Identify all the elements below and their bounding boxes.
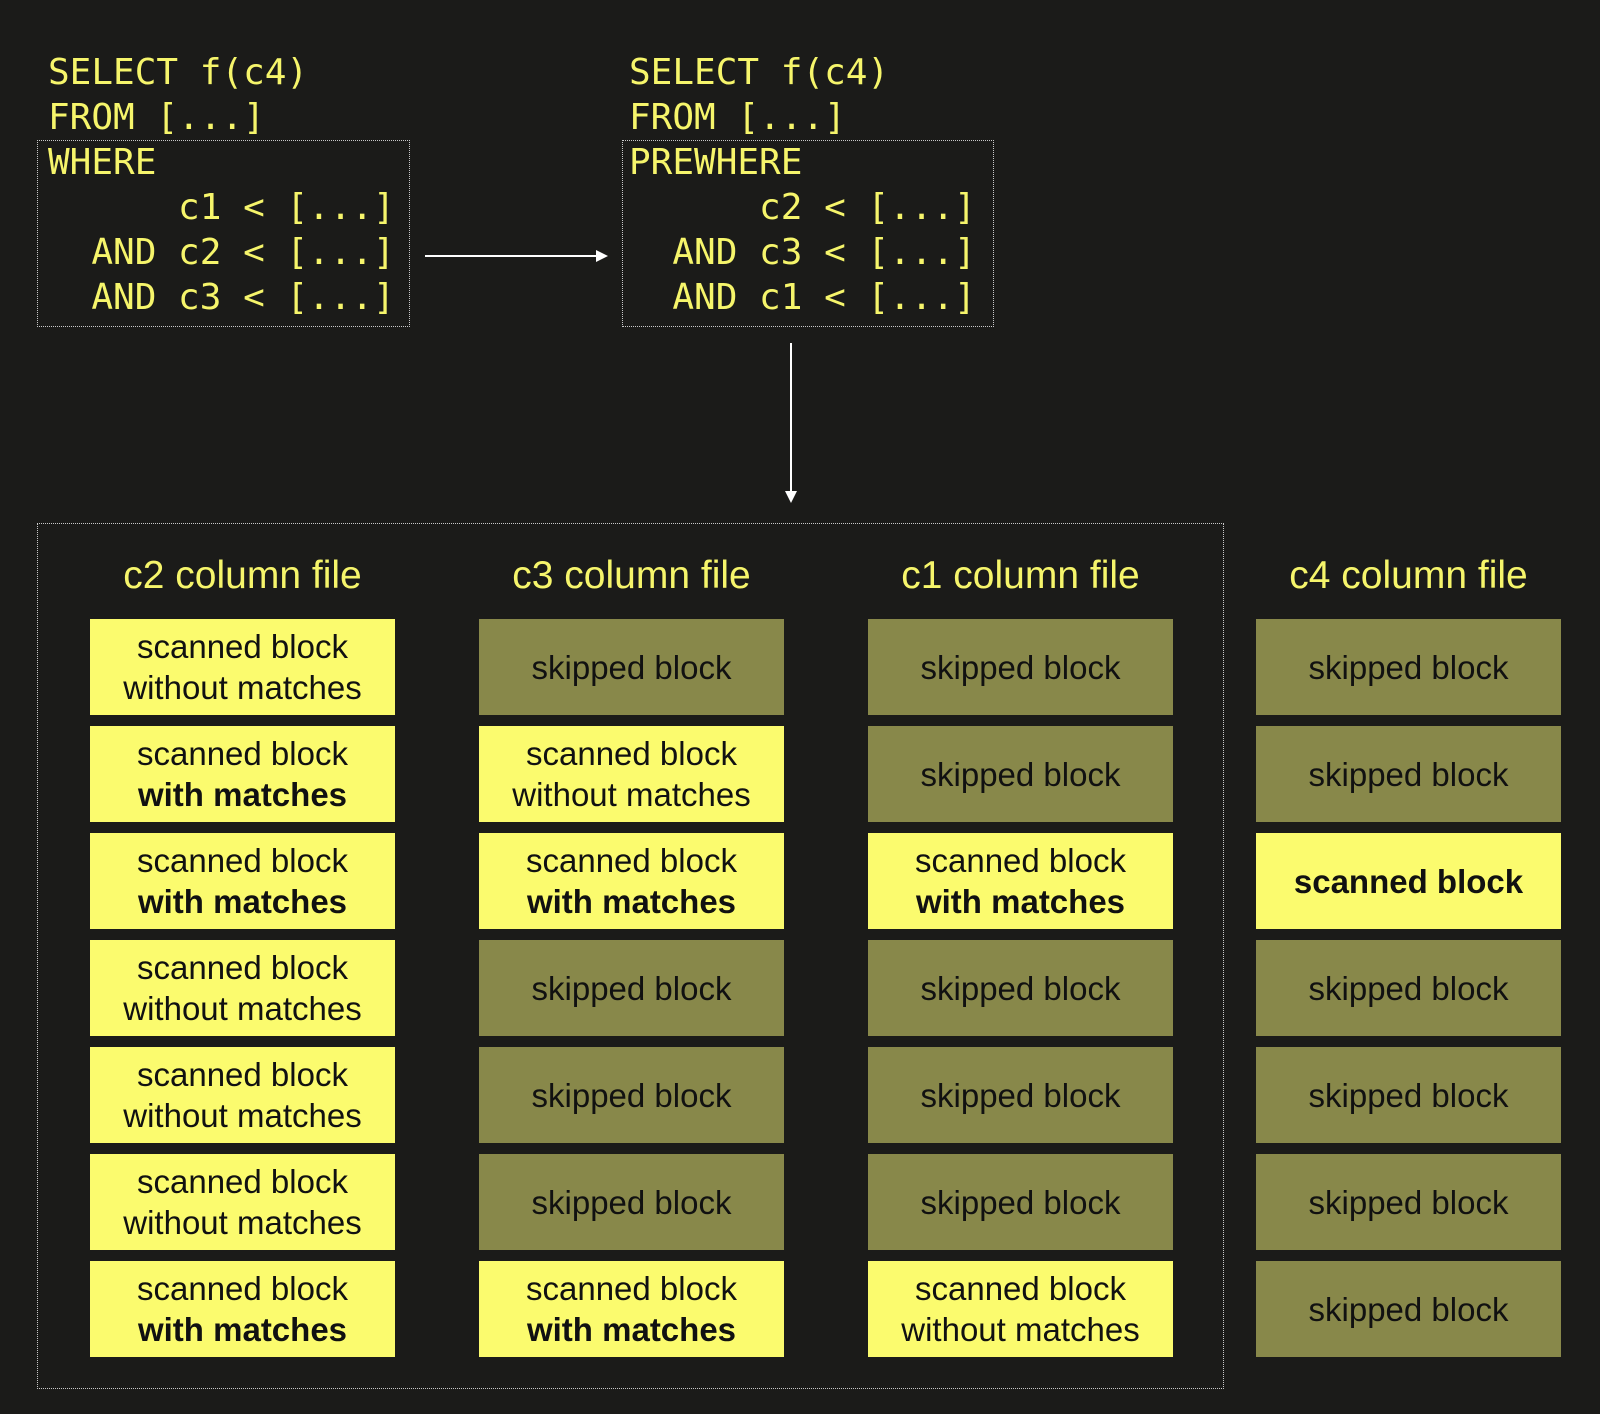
block-label: skipped block <box>1308 1076 1509 1114</box>
block-match-label: without matches <box>123 669 362 706</box>
prewhere-columns-group <box>37 523 1224 1389</box>
c2-scanned-block: scanned block with matches <box>90 833 395 929</box>
c1-column-title: c1 column file <box>901 554 1140 597</box>
block-label: scanned block <box>526 735 737 772</box>
block-label: skipped block <box>531 969 732 1007</box>
block-match-label: without matches <box>512 776 751 813</box>
block-match-label: with matches <box>137 883 348 920</box>
block-match-label: with matches <box>137 776 348 813</box>
block-label: skipped block <box>1308 648 1509 686</box>
c3-scanned-block: scanned block with matches <box>479 1261 784 1357</box>
c3-skipped-block: skipped block <box>479 619 784 715</box>
where-query-line-from: FROM [...] <box>48 97 265 138</box>
block-match-label: without matches <box>123 990 362 1027</box>
block-match-label: without matches <box>901 1311 1140 1348</box>
block-label: skipped block <box>1308 969 1509 1007</box>
c3-scanned-block: scanned block with matches <box>479 833 784 929</box>
c4-column-title: c4 column file <box>1289 554 1528 597</box>
c4-scanned-block: scanned block <box>1256 833 1561 929</box>
arrow-down <box>785 343 797 503</box>
block-label: skipped block <box>920 1076 1121 1114</box>
c4-skipped-block: skipped block <box>1256 1047 1561 1143</box>
c4-skipped-block: skipped block <box>1256 726 1561 822</box>
block-match-label: without matches <box>123 1097 362 1134</box>
c1-scanned-block: scanned block with matches <box>868 833 1173 929</box>
block-label: scanned block <box>137 949 348 986</box>
where-query-line-select: SELECT f(c4) <box>48 52 309 93</box>
block-label: skipped block <box>920 755 1121 793</box>
block-label: scanned block <box>137 735 348 772</box>
c3-skipped-block: skipped block <box>479 1047 784 1143</box>
c1-skipped-block: skipped block <box>868 1047 1173 1143</box>
where-clause: WHERE c1 < [...] AND c2 < [...] AND c3 <… <box>48 142 395 318</box>
c4-skipped-block: skipped block <box>1256 619 1561 715</box>
where-clause-box <box>37 140 410 327</box>
block-label: scanned block <box>1293 862 1524 900</box>
block-label: skipped block <box>920 969 1121 1007</box>
block-label: scanned block <box>137 1056 348 1093</box>
block-label: skipped block <box>531 648 732 686</box>
prewhere-clause-box <box>622 140 994 327</box>
block-label: skipped block <box>531 1076 732 1114</box>
block-label: scanned block <box>137 628 348 665</box>
block-match-label: with matches <box>526 1311 737 1348</box>
block-label: scanned block <box>915 842 1126 879</box>
c1-skipped-block: skipped block <box>868 726 1173 822</box>
block-label: scanned block <box>137 1270 348 1307</box>
c2-scanned-block: scanned block without matches <box>90 1154 395 1250</box>
c4-skipped-block: skipped block <box>1256 1261 1561 1357</box>
prewhere-clause: PREWHERE c2 < [...] AND c3 < [...] AND c… <box>629 142 976 318</box>
c2-scanned-block: scanned block without matches <box>90 940 395 1036</box>
block-label: scanned block <box>526 1270 737 1307</box>
block-label: skipped block <box>1308 755 1509 793</box>
block-label: skipped block <box>1308 1183 1509 1221</box>
prewhere-query-line-from: FROM [...] <box>629 97 846 138</box>
c4-skipped-block: skipped block <box>1256 940 1561 1036</box>
c2-scanned-block: scanned block without matches <box>90 619 395 715</box>
block-label: skipped block <box>920 648 1121 686</box>
block-match-label: without matches <box>123 1204 362 1241</box>
c1-skipped-block: skipped block <box>868 619 1173 715</box>
c1-skipped-block: skipped block <box>868 940 1173 1036</box>
block-label: skipped block <box>531 1183 732 1221</box>
c4-skipped-block: skipped block <box>1256 1154 1561 1250</box>
c1-scanned-block: scanned block without matches <box>868 1261 1173 1357</box>
block-label: skipped block <box>920 1183 1121 1221</box>
c2-scanned-block: scanned block without matches <box>90 1047 395 1143</box>
c2-scanned-block: scanned block with matches <box>90 726 395 822</box>
c3-scanned-block: scanned block without matches <box>479 726 784 822</box>
c2-scanned-block: scanned block with matches <box>90 1261 395 1357</box>
prewhere-query-line-select: SELECT f(c4) <box>629 52 890 93</box>
block-match-label: with matches <box>915 883 1126 920</box>
block-label: scanned block <box>526 842 737 879</box>
block-label: scanned block <box>915 1270 1126 1307</box>
c3-column-title: c3 column file <box>512 554 751 597</box>
c3-skipped-block: skipped block <box>479 1154 784 1250</box>
c2-column-title: c2 column file <box>123 554 362 597</box>
c3-skipped-block: skipped block <box>479 940 784 1036</box>
block-match-label: with matches <box>137 1311 348 1348</box>
block-match-label: with matches <box>526 883 737 920</box>
c1-skipped-block: skipped block <box>868 1154 1173 1250</box>
block-label: scanned block <box>137 1163 348 1200</box>
arrow-right <box>425 250 608 262</box>
block-label: skipped block <box>1308 1290 1509 1328</box>
block-label: scanned block <box>137 842 348 879</box>
